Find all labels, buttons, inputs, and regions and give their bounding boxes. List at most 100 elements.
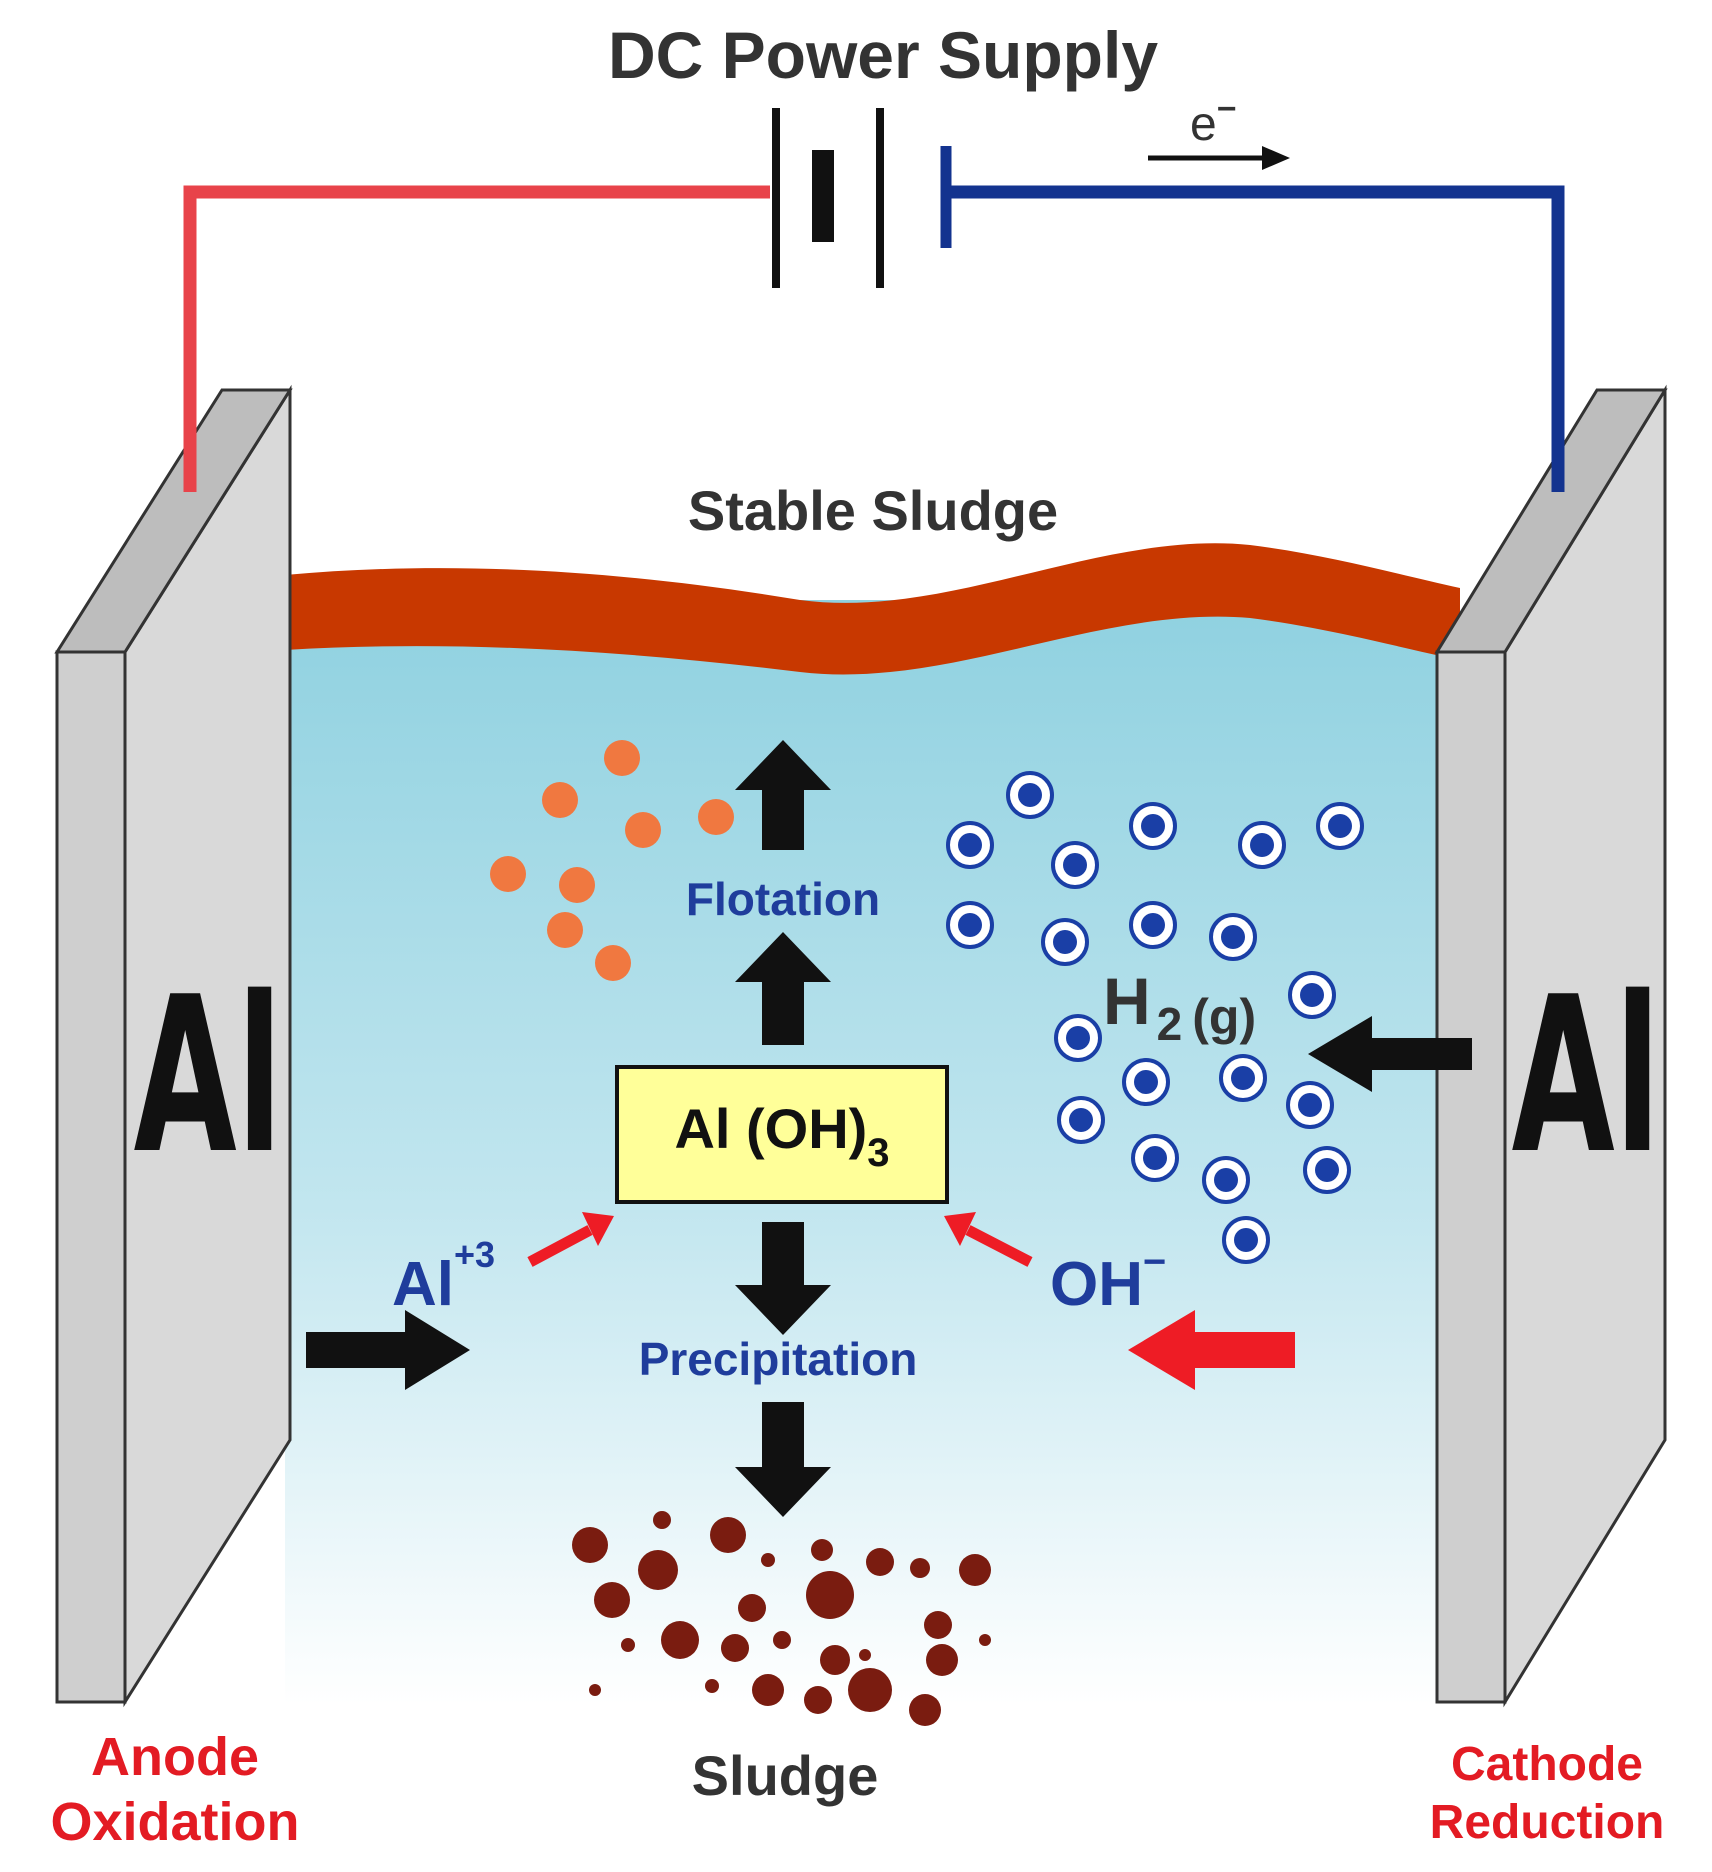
hydrogen-bubble <box>1131 1134 1179 1182</box>
hydrogen-bubble <box>1057 1096 1105 1144</box>
anode-wire <box>183 185 770 492</box>
hydrogen-bubble <box>1041 918 1089 966</box>
cathode-gas-arrow <box>1308 1016 1472 1092</box>
hydrogen-bubble-core <box>958 913 982 937</box>
hydrogen-bubble <box>1129 802 1177 850</box>
hydrogen-bubble <box>1122 1058 1170 1106</box>
hydrogen-bubble <box>1303 1146 1351 1194</box>
sludge-label: Sludge <box>692 1744 879 1807</box>
hydrogen-bubble-core <box>1134 1070 1158 1094</box>
electron-flow-arrow <box>1148 146 1290 170</box>
anode-electrode <box>54 384 293 1708</box>
sediment-particle <box>926 1644 958 1676</box>
anion-label-base: OH <box>1050 1250 1143 1319</box>
sediment-particle <box>661 1621 699 1659</box>
sediment-particle <box>866 1548 894 1576</box>
electron-label-base: e <box>1190 98 1217 151</box>
sediment-particle <box>721 1634 749 1662</box>
cathode-role-line1: Cathode <box>1451 1738 1643 1791</box>
sediment-particle <box>924 1611 952 1639</box>
hydrogen-bubble <box>1316 802 1364 850</box>
precipitation-arrow-lower <box>735 1402 831 1517</box>
floc-particles <box>490 740 734 981</box>
hydrogen-bubble-core <box>1234 1228 1258 1252</box>
sediment-particle <box>811 1539 833 1561</box>
product-label-sub: 3 <box>867 1131 889 1175</box>
sediment-particle <box>653 1511 671 1529</box>
floc-particle <box>559 867 595 903</box>
hydrogen-bubbles <box>946 771 1364 1264</box>
sediment-particle <box>572 1527 608 1563</box>
cathode-element-label: Al <box>1512 952 1661 1202</box>
hydrogen-bubble <box>946 901 994 949</box>
hydrogen-gas-sub: 2 <box>1157 998 1183 1050</box>
hydrogen-bubble <box>1129 901 1177 949</box>
flotation-arrow-lower <box>735 932 831 1045</box>
anion-to-product-arrow <box>944 1212 1033 1267</box>
hydrogen-bubble-core <box>1298 1093 1322 1117</box>
hydrogen-bubble-core <box>1141 814 1165 838</box>
sediment-particle <box>738 1594 766 1622</box>
sediment-particle <box>820 1645 850 1675</box>
sediment-particle <box>710 1517 746 1553</box>
hydrogen-bubble <box>1051 841 1099 889</box>
hydrogen-bubble-core <box>1328 814 1352 838</box>
sediment-particle <box>752 1674 784 1706</box>
floc-particle <box>542 782 578 818</box>
anion-label: OH− <box>1050 1240 1166 1319</box>
hydrogen-bubble-core <box>1141 913 1165 937</box>
sediment-particle <box>959 1554 991 1586</box>
hydrogen-bubble-core <box>1018 783 1042 807</box>
sediment-particle <box>909 1694 941 1726</box>
floc-particle <box>595 945 631 981</box>
hydrogen-bubble-core <box>1300 983 1324 1007</box>
hydrogen-bubble <box>1054 1014 1102 1062</box>
hydrogen-bubble <box>946 821 994 869</box>
product-box <box>615 1065 949 1204</box>
anode-role-line1: Anode <box>91 1727 259 1787</box>
flotation-label: Flotation <box>686 873 880 925</box>
hydrogen-bubble-core <box>1214 1168 1238 1192</box>
hydrogen-bubble <box>1288 971 1336 1019</box>
anode-release-arrow <box>306 1310 470 1390</box>
hydrogen-gas-base: H <box>1103 964 1151 1038</box>
hydrogen-bubble-core <box>958 833 982 857</box>
hydrogen-bubble-core <box>1053 930 1077 954</box>
hydrogen-bubble <box>1006 771 1054 819</box>
anode-element-label: Al <box>134 952 283 1202</box>
product-label: Al (OH)3 <box>674 1097 889 1175</box>
floc-particle <box>490 856 526 892</box>
battery-symbol <box>772 108 952 288</box>
precipitation-arrow-upper <box>735 1222 831 1335</box>
hydrogen-bubble-core <box>1069 1108 1093 1132</box>
sediment-particles <box>572 1511 991 1726</box>
hydrogen-bubble-core <box>1231 1066 1255 1090</box>
hydroxide-arrow <box>1128 1310 1295 1390</box>
hydrogen-bubble-core <box>1066 1026 1090 1050</box>
floc-particle <box>625 812 661 848</box>
sediment-particle <box>804 1686 832 1714</box>
sediment-particle <box>594 1582 630 1618</box>
hydrogen-bubble <box>1219 1054 1267 1102</box>
cation-label-sup: +3 <box>454 1234 495 1275</box>
hydrogen-bubble-core <box>1221 925 1245 949</box>
sediment-particle <box>848 1668 892 1712</box>
electron-label: e− <box>1190 90 1237 151</box>
hydrogen-bubble <box>1202 1156 1250 1204</box>
sediment-particle <box>806 1571 854 1619</box>
sediment-particle <box>910 1558 930 1578</box>
precipitation-label: Precipitation <box>639 1333 918 1385</box>
cathode-wire <box>950 185 1565 492</box>
anion-label-sup: − <box>1143 1240 1166 1284</box>
hydrogen-bubble <box>1238 821 1286 869</box>
cation-label-base: Al <box>392 1250 454 1319</box>
hydrogen-bubble <box>1286 1081 1334 1129</box>
floc-particle <box>547 912 583 948</box>
sediment-particle <box>979 1634 991 1646</box>
cation-to-product-arrow <box>527 1212 614 1267</box>
cathode-role-line2: Reduction <box>1430 1796 1665 1849</box>
electron-label-sup: − <box>1217 90 1237 128</box>
